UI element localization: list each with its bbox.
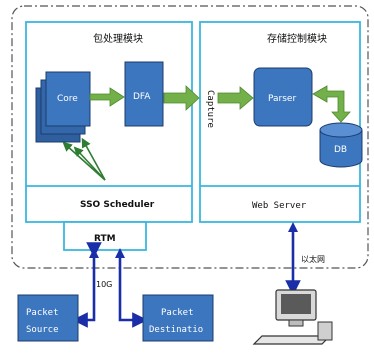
ethernet-label: 以太网 <box>301 254 325 264</box>
capture-label: Capture <box>205 90 215 128</box>
db-cylinder <box>319 122 363 168</box>
core-stack <box>35 71 91 143</box>
scheduler-arrows <box>62 137 106 181</box>
packet-module-title: 包处理模块 <box>93 32 143 45</box>
rtm-box <box>63 221 147 251</box>
core-to-dfa-arrow <box>89 87 125 107</box>
packet-destination-line2: Destinatio <box>149 325 203 335</box>
navy-links <box>72 226 301 328</box>
10g-label: 10G <box>96 280 112 289</box>
parser-block <box>253 67 313 127</box>
storage-module-box <box>199 21 361 223</box>
computer-icon <box>252 289 333 345</box>
dfa-label: DFA <box>133 92 151 102</box>
dfa-block <box>124 61 164 127</box>
packet-destination-line1: Packet <box>161 308 194 318</box>
storage-module-title: 存储控制模块 <box>267 32 327 45</box>
db-label: DB <box>334 145 347 155</box>
parser-label: Parser <box>268 94 296 104</box>
sso-scheduler-label: SSO Scheduler <box>80 200 155 210</box>
system-boundary <box>11 5 369 269</box>
packet-source-box <box>17 294 79 342</box>
packet-destination-box <box>142 294 214 342</box>
web-server-label: Web Server <box>252 201 307 211</box>
parser-db-arrow <box>312 85 351 123</box>
packet-source-line2: Source <box>26 325 59 335</box>
packet-source-line1: Packet <box>26 308 59 318</box>
dfa-to-capture-arrow <box>163 85 200 111</box>
capture-to-parser-arrow <box>217 86 254 110</box>
core-label: Core <box>57 94 78 104</box>
rtm-label: RTM <box>94 234 116 244</box>
